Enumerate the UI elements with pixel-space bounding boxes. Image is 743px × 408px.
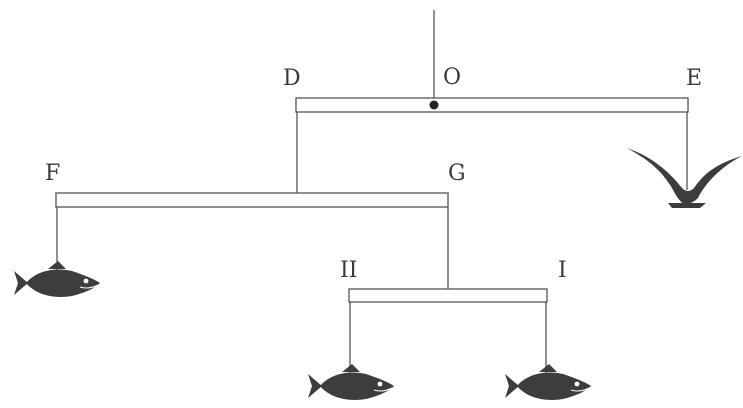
bird-icon <box>627 148 742 208</box>
label-o: O <box>443 65 461 90</box>
label-i: I <box>558 258 567 283</box>
label-e: E <box>686 66 702 91</box>
pivot-point-o <box>429 100 439 110</box>
label-f: F <box>45 161 60 186</box>
fish-icon <box>308 364 394 400</box>
label-h: II <box>340 258 357 283</box>
label-d: D <box>283 66 301 91</box>
bar-f-g <box>55 192 449 208</box>
label-g: G <box>448 161 466 186</box>
fish-icon <box>505 364 591 400</box>
bar-h-i <box>348 288 548 303</box>
bar-d-e <box>295 97 689 113</box>
fish-icon <box>14 261 100 297</box>
